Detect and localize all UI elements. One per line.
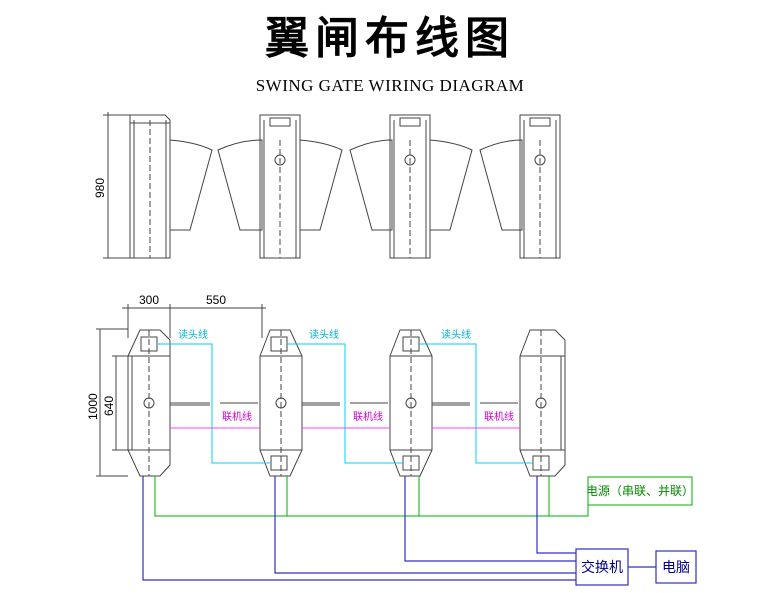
wing-length-dimension-label: 640 <box>102 396 116 416</box>
computer-box-label: 电脑 <box>662 560 690 576</box>
link-cable-label-3: 联机线 <box>484 410 514 423</box>
plan-cabinet-3 <box>350 329 470 477</box>
link-cable-label-1: 联机线 <box>222 410 252 423</box>
plan-cabinet-2 <box>220 329 340 477</box>
plan-dimensions <box>96 304 266 477</box>
page-subtitle: SWING GATE WIRING DIAGRAM <box>255 76 525 95</box>
elevation-cabinet-2 <box>217 114 343 259</box>
power-box-label: 电源（串联、并联） <box>586 484 694 498</box>
plan-cabinet-1 <box>127 329 210 477</box>
reader-cables <box>157 343 533 464</box>
computer-box: 电脑 <box>655 550 697 584</box>
page-title: 翼闸布线图 <box>265 13 515 64</box>
height-dimension-label: 980 <box>93 178 107 198</box>
reader-cable-label-2: 读头线 <box>309 328 339 341</box>
elevation-cabinet-3 <box>349 114 473 259</box>
length-dimension-label: 1000 <box>86 393 100 420</box>
elevation-cabinet-1 <box>129 114 213 259</box>
elevation-cabinet-4 <box>479 114 561 259</box>
link-cable-label-2: 联机线 <box>353 410 383 423</box>
elevation-view: 980 <box>93 112 561 259</box>
plan-cabinet-4 <box>480 329 566 477</box>
switch-box: 交换机 <box>575 548 629 586</box>
plan-cabinets <box>127 329 566 477</box>
power-box: 电源（串联、并联） <box>586 476 694 506</box>
height-dimension: 980 <box>93 112 130 259</box>
passage-dimension-label: 550 <box>206 293 226 307</box>
reader-cable-label-1: 读头线 <box>178 328 208 341</box>
reader-cable-label-3: 读头线 <box>441 328 471 341</box>
network-wires <box>142 476 656 581</box>
switch-box-label: 交换机 <box>581 559 623 576</box>
width-dimension-label: 300 <box>139 293 159 307</box>
power-wires <box>154 476 589 517</box>
